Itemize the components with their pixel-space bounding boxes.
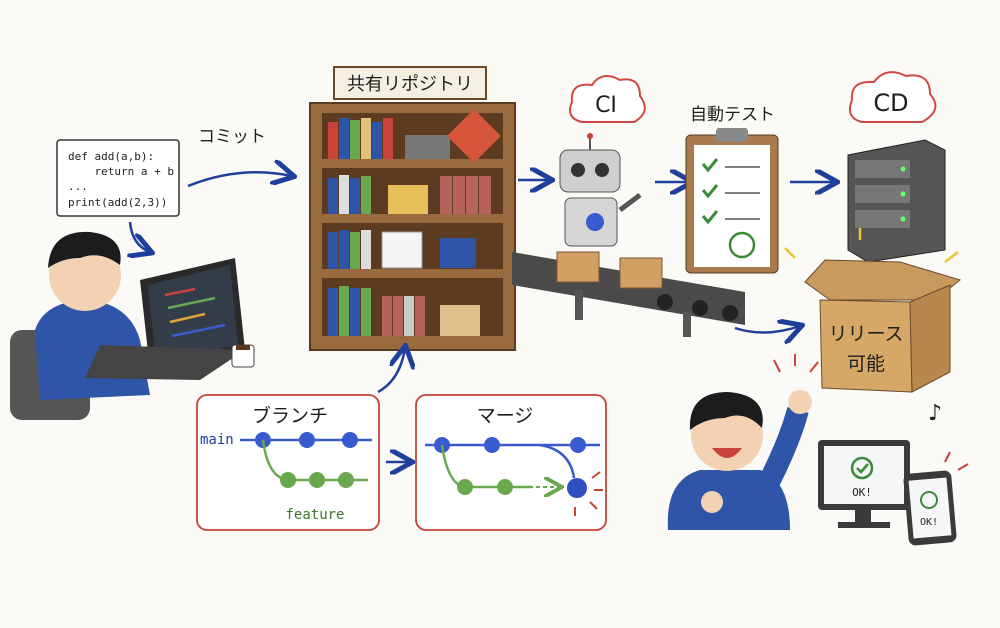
code-line: print(add(2,3)) — [68, 196, 167, 209]
ci-cloud: CI — [569, 75, 646, 123]
to-release-arrow — [734, 326, 800, 333]
git-logo-icon — [447, 109, 501, 163]
main-label: main — [200, 432, 234, 448]
automated-test-label: 自動テスト — [690, 105, 775, 125]
code-line: return a + b — [68, 165, 174, 178]
laptop-keyboard — [85, 345, 245, 380]
wrench-icon — [618, 193, 642, 212]
shared-repository-bookshelf: 共有リポジトリ — [309, 66, 516, 351]
code-down-arrow — [130, 221, 150, 252]
code-line: ... — [68, 180, 88, 193]
branch-panel: ブランチ main feature — [196, 394, 380, 531]
merge-panel: マージ — [415, 394, 607, 531]
ci-label: CI — [595, 93, 617, 118]
checkmark-icon — [701, 158, 719, 173]
package-box — [556, 251, 600, 283]
conveyor-belt — [512, 251, 745, 337]
server — [847, 139, 946, 263]
test-clipboard — [685, 128, 779, 274]
branch-label: ブランチ — [252, 404, 328, 427]
checkmark-icon — [701, 210, 719, 225]
repository-sign — [333, 66, 487, 100]
feature-label: feature — [285, 507, 344, 523]
developer-at-laptop — [10, 231, 255, 420]
happy-developer: ♪ — [667, 354, 942, 530]
merge-label: マージ — [477, 405, 534, 427]
commit-arrow — [187, 172, 292, 188]
check-circle-icon — [920, 491, 938, 509]
release-ready-box: リリース 可能 — [784, 228, 962, 393]
release-ready-label-line2: 可能 — [847, 353, 885, 375]
commit-label: コミット — [198, 127, 266, 147]
release-ready-label-line1: リリース — [828, 323, 903, 345]
phone-ok-text: OK! — [920, 517, 938, 528]
code-snippet-box: def add(a,b): return a + b ... print(add… — [56, 139, 180, 217]
monitor-ok: OK! — [818, 440, 910, 528]
branch-to-repo-arrow — [377, 348, 405, 394]
phone-ok: OK! — [903, 451, 969, 546]
cd-label: CD — [873, 89, 908, 117]
monitor-ok-text: OK! — [852, 486, 872, 499]
checkmark-icon — [701, 184, 719, 199]
code-line: def add(a,b): — [68, 150, 154, 163]
gear-icon — [586, 213, 604, 231]
shared-repository-label: 共有リポジトリ — [347, 74, 473, 95]
check-circle-icon — [728, 231, 756, 259]
merge-commit-node — [567, 478, 587, 498]
package-box — [619, 257, 663, 289]
ci-robot — [559, 133, 642, 247]
music-note-icon: ♪ — [928, 401, 942, 426]
books — [328, 109, 501, 336]
check-circle-icon — [850, 456, 874, 480]
cd-cloud: CD — [849, 71, 937, 123]
